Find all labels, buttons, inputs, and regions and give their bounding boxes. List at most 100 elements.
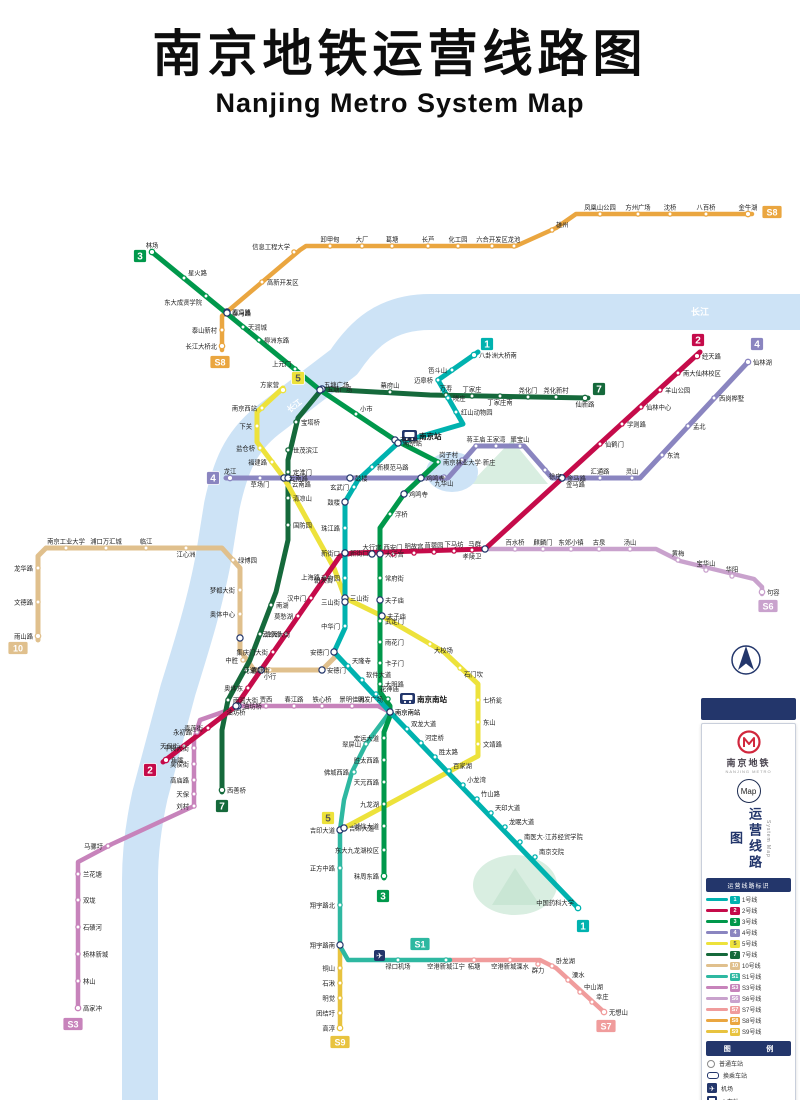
station-label: 王家湾 (487, 435, 507, 444)
station-label: 东山 (483, 717, 496, 726)
station-label: 东大成贤学院 (164, 298, 202, 307)
line-badge-icon: 3 (730, 917, 740, 926)
station-label: 高庙路 (170, 775, 190, 784)
station-label: 化工园 (449, 235, 468, 244)
airport-icon: ✈ (707, 1083, 717, 1093)
station-label: 九龙湖 (360, 799, 379, 808)
station-dot (703, 211, 709, 217)
station-dot (542, 467, 548, 473)
station-dot (469, 547, 475, 553)
logo-text: 南京地铁 (726, 758, 771, 768)
station-label: 马骡圩 (84, 842, 104, 850)
station-dot (387, 511, 393, 517)
station-label: 竹山路 (481, 789, 501, 798)
station-label: 经天路 (702, 351, 722, 360)
station-label: 句容 (767, 587, 780, 596)
station-dot (148, 248, 156, 256)
station-label: 雨花门 (385, 637, 404, 646)
line-badge-icon: 1 (730, 895, 740, 904)
station-dot (659, 452, 665, 458)
station-label: 江心洲 (177, 551, 196, 559)
station-dot (432, 754, 438, 760)
station-label: 泰冯路 (232, 308, 252, 317)
svg-text:S7: S7 (600, 1022, 611, 1032)
station-dot (381, 735, 387, 741)
station-dot (230, 557, 236, 563)
line-1-badge: 1 (480, 337, 494, 351)
station-label: 林场 (146, 241, 159, 250)
station-label: 方州广场 (625, 203, 650, 212)
station-label: 清凉山 (293, 493, 312, 502)
station-label: 大行宫 (385, 549, 404, 558)
station-dot (703, 567, 709, 573)
station-label: 龙江 (224, 467, 237, 476)
station-dot (455, 243, 461, 249)
station-dot (63, 545, 69, 551)
station-label: 华阳 (726, 565, 739, 574)
station-dot (558, 474, 566, 482)
station-label: 大行宫 (363, 543, 382, 552)
station-dot (540, 546, 546, 552)
station-label: 宏运大道 (354, 733, 380, 742)
station-label: 螺塘街 (251, 665, 271, 674)
station-dot (386, 708, 394, 716)
station-label: 武定门 (385, 616, 404, 625)
station-label: 应天大街 (265, 629, 291, 638)
station-dot (237, 587, 243, 593)
station-dot (619, 421, 625, 427)
station-dot (481, 545, 489, 553)
station-dot (471, 957, 477, 963)
svg-text:2: 2 (147, 766, 153, 777)
station-dot (378, 612, 386, 620)
station-label: 夫子庙 (387, 611, 406, 620)
station-dot (574, 904, 582, 912)
station-dot (667, 211, 673, 217)
station-label: 青莲街 (184, 723, 204, 732)
station-dot (363, 741, 369, 747)
station-dot (638, 404, 644, 410)
station-dot (376, 596, 384, 604)
station-dot (431, 549, 437, 555)
station-dot (376, 550, 384, 558)
svg-text:5: 5 (325, 814, 331, 825)
line-S3-badge: S3 (62, 1017, 84, 1031)
line-badge-icon: S3 (730, 983, 740, 992)
station-dot (446, 768, 452, 774)
station-label: 秣周东路 (354, 871, 380, 880)
station-dot (470, 351, 478, 359)
svg-text:S3: S3 (67, 1020, 78, 1030)
station-label: 油坊桥 (227, 708, 247, 717)
station-label: 双垅 (83, 895, 96, 904)
station-dot (270, 649, 276, 655)
station-label: 灵山 (626, 467, 639, 476)
station-label: 定淮门 (293, 467, 312, 476)
station-label: 朝天宫 (314, 575, 333, 584)
station-label: 石湫 (322, 978, 335, 987)
station-label: 金马路 (567, 473, 587, 482)
station-label: 鼓楼 (327, 497, 340, 506)
station-dot (263, 703, 269, 709)
line-color-swatch (706, 908, 728, 913)
station-dot (445, 395, 451, 401)
station-dot (259, 279, 265, 285)
station-label: 安德门 (327, 665, 346, 674)
legend-char-a: 图 (723, 1045, 731, 1053)
legend-item-circle: 普通车站 (707, 1059, 790, 1068)
station-label: 晓庄 (453, 393, 466, 402)
station-dot (758, 588, 766, 596)
station-label: 浦口万汇城 (90, 537, 122, 546)
station-label: 文靖路 (483, 739, 503, 748)
station-label: 中山湖 (584, 982, 603, 991)
station-label: 高新开发区 (267, 277, 298, 286)
line-5-badge: 5 (321, 811, 335, 825)
station-dot (497, 393, 503, 399)
station-dot (341, 498, 349, 506)
line-S8-badge: S8 (209, 355, 231, 369)
station-label: 仙新路 (576, 400, 596, 409)
station-dot (460, 782, 466, 788)
station-label: 浮桥 (395, 509, 408, 518)
station-label: 明发广场 (358, 694, 383, 703)
